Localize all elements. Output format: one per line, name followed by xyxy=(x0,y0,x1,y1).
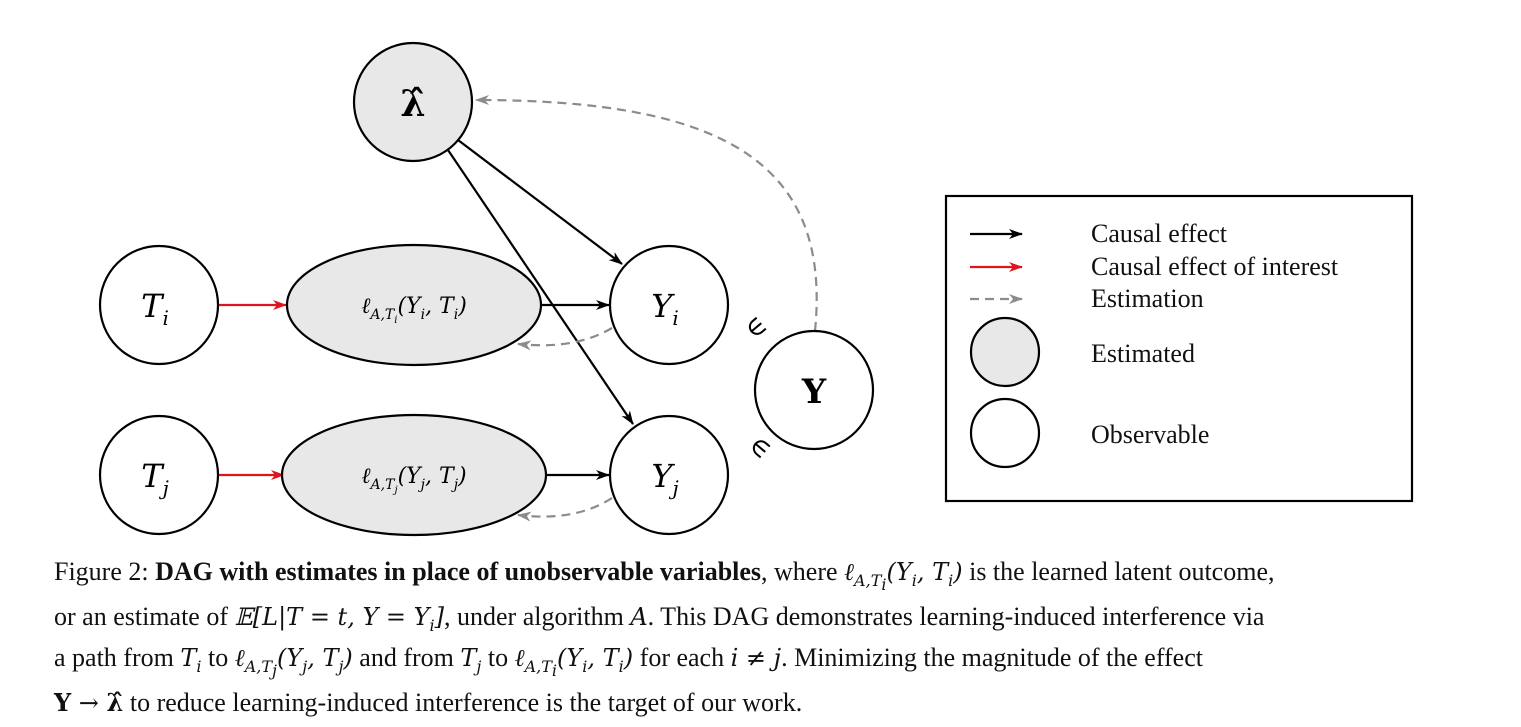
node-loss-i-subsub: i xyxy=(394,315,397,326)
caption-title: DAG with estimates in place of unobserva… xyxy=(155,557,762,586)
member-symbol-lower: ∈ xyxy=(743,430,777,465)
node-y-i: Yi xyxy=(608,244,730,366)
node-loss-i-args2-sub: i xyxy=(454,307,458,323)
edge-lambda-to-yi xyxy=(457,139,623,265)
node-t-i-sub: i xyxy=(162,306,168,330)
node-lambda-hat: λ̂ xyxy=(352,41,474,163)
node-t-i-label: T xyxy=(141,287,165,325)
caption-text: to xyxy=(481,642,515,672)
figure-caption: Figure 2: DAG with estimates in place of… xyxy=(54,556,1474,719)
node-loss-j-args: (Y xyxy=(398,464,424,489)
node-loss-i-args2: , T xyxy=(425,294,456,319)
caption-math-lambda-hat: λ̂ xyxy=(106,687,124,717)
svg-text:Ti: Ti xyxy=(141,287,169,330)
edge-yi-estimates-loss-i xyxy=(517,327,613,351)
caption-line-3: a path from Ti to ℓA,Tj(Yj, Tj) and from… xyxy=(54,642,1474,687)
legend-label-estimation: Estimation xyxy=(1091,284,1204,313)
caption-text: for each xyxy=(633,642,731,672)
node-loss-j-args2-sub: j xyxy=(451,477,459,493)
legend-label-estimated: Estimated xyxy=(1091,339,1195,368)
caption-line-2: or an estimate of 𝔼[L|T = t, Y = Yi], un… xyxy=(54,601,1474,642)
caption-text: . Minimizing the magnitude of the effect xyxy=(781,642,1203,672)
caption-text: is the learned latent outcome, xyxy=(962,557,1275,586)
svg-text:ℓA,Tj(Yj, Tj): ℓA,Tj(Yj, Tj) xyxy=(361,464,466,496)
node-y-j: Yj xyxy=(608,414,730,536)
caption-text: a path from xyxy=(54,642,181,672)
edges xyxy=(219,95,818,522)
member-symbol-upper: ∈ xyxy=(739,310,773,345)
legend-label-causal-effect: Causal effect xyxy=(1091,219,1228,248)
node-t-i: Ti xyxy=(98,244,220,366)
node-t-j-sub: j xyxy=(159,476,169,500)
node-loss-j-args2: , T xyxy=(425,464,456,489)
node-y-set: Y xyxy=(753,329,875,451)
caption-math-loss-i: ℓA,Ti(Yi, Ti) xyxy=(844,558,963,594)
node-loss-i-sub: A,T xyxy=(368,307,396,323)
node-loss-j-symbol: ℓ xyxy=(361,464,371,489)
node-t-j-label: T xyxy=(141,457,165,495)
svg-text:ℓA,Ti(Yi, Ti): ℓA,Ti(Yi, Ti) xyxy=(361,294,467,326)
legend-label-observable: Observable xyxy=(1091,420,1209,449)
caption-text: . This DAG demonstrates learning-induced… xyxy=(647,601,1265,631)
caption-text: and from xyxy=(352,642,461,672)
node-lambda-hat-label: λ̂ xyxy=(400,83,425,125)
node-loss-i-symbol: ℓ xyxy=(361,294,371,319)
node-y-i-sub: i xyxy=(672,306,678,330)
node-loss-i-args-end: ) xyxy=(457,294,467,319)
node-loss-j-args-end: ) xyxy=(457,464,467,489)
caption-text: , where xyxy=(761,557,845,586)
node-loss-j-args-sub: j xyxy=(418,477,426,493)
caption-prefix: Figure 2: xyxy=(54,557,156,586)
dag-diagram: λ̂ Ti Tj ℓA,Ti(Yi, Ti) ℓA,Tj(Yj, Tj) Yi … xyxy=(98,41,1414,537)
edge-lambda-to-yj xyxy=(447,149,634,425)
node-loss-j: ℓA,Tj(Yj, Tj) xyxy=(280,413,548,537)
caption-text: to reduce learning-induced interference … xyxy=(123,687,803,717)
node-y-set-label: Y xyxy=(801,372,827,412)
svg-text:Tj: Tj xyxy=(141,457,169,500)
caption-text: to xyxy=(201,642,235,672)
caption-math-arrow: → xyxy=(71,688,107,717)
caption-math-a: A xyxy=(630,602,648,631)
caption-math-i-neq-j: i ≠ j xyxy=(730,643,782,672)
node-loss-i-args: (Y xyxy=(397,294,423,319)
node-t-j: Tj xyxy=(98,414,220,536)
svg-text:Yj: Yj xyxy=(651,457,678,500)
node-loss-i-args-sub: i xyxy=(421,307,425,323)
caption-math-loss-i-2: ℓA,Ti(Yi, Ti) xyxy=(514,643,634,680)
caption-math-y-bold: Y xyxy=(54,687,72,717)
caption-math-expectation: 𝔼[L|T = t, Y = Yi] xyxy=(234,602,445,635)
node-y-j-label: Y xyxy=(651,457,675,495)
node-loss-j-subsub: j xyxy=(392,485,397,496)
node-loss-i: ℓA,Ti(Yi, Ti) xyxy=(285,243,543,367)
caption-math-ti: Ti xyxy=(180,643,202,676)
caption-text: , under algorithm xyxy=(444,601,631,631)
svg-text:Yi: Yi xyxy=(651,287,679,330)
legend-white-circle-icon xyxy=(969,397,1041,469)
caption-math-tj: Tj xyxy=(460,643,482,676)
legend-gray-circle-icon xyxy=(969,316,1041,388)
caption-math-loss-j: ℓA,Tj(Yj, Tj) xyxy=(234,643,353,680)
caption-line-4: Y → λ̂ to reduce learning-induced interf… xyxy=(54,687,1474,719)
caption-line-1: Figure 2: DAG with estimates in place of… xyxy=(54,556,1474,601)
caption-text: or an estimate of xyxy=(54,601,235,631)
legend-label-causal-effect-of-interest: Causal effect of interest xyxy=(1091,252,1339,281)
node-y-i-label: Y xyxy=(651,287,675,325)
edge-yj-estimates-loss-j xyxy=(517,497,613,522)
node-loss-j-sub: A,T xyxy=(369,477,397,493)
edge-y-estimates-lambda xyxy=(475,95,818,332)
node-y-j-sub: j xyxy=(668,476,678,500)
legend: Causal effect Causal effect of interest … xyxy=(944,194,1414,503)
